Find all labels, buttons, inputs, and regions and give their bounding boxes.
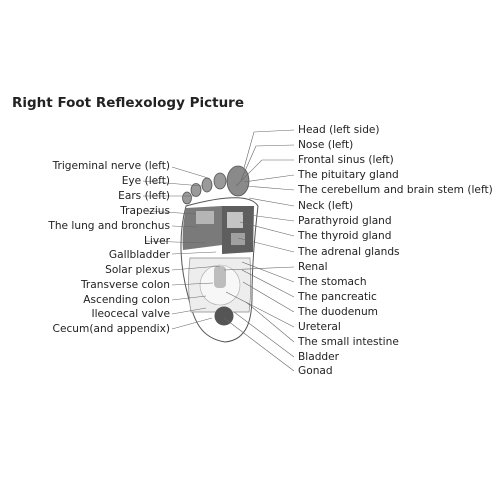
label-pancreatic: The pancreatic: [298, 291, 377, 303]
label-trapezius: Trapezius: [120, 205, 170, 217]
label-gallbladder: Gallbladder: [108, 249, 170, 261]
third-toe: [201, 177, 213, 193]
label-duodenum: The duodenum: [298, 306, 378, 318]
label-nose: Nose (left): [298, 139, 354, 151]
shoulder-zone: [196, 211, 214, 224]
reflex-zones: [182, 206, 254, 326]
label-cerebellum-brain-stem: The cerebellum and brain stem (left): [298, 184, 493, 196]
label-thyroid-gland: The thyroid gland: [298, 230, 392, 242]
diagram-title: Right Foot Reflexology Picture: [12, 95, 244, 111]
label-cecum: Cecum(and appendix): [52, 323, 170, 335]
label-pituitary-gland: The pituitary gland: [298, 169, 399, 181]
left-pointer-lines: [142, 166, 221, 330]
thyroid-zone: [227, 212, 243, 228]
label-liver: Liver: [144, 235, 170, 247]
label-head: Head (left side): [298, 124, 380, 136]
little-toe: [182, 191, 192, 205]
adrenal-zone: [231, 233, 245, 245]
label-bladder: Bladder: [298, 351, 340, 363]
label-trigeminal-nerve: Trigeminal nerve (left): [52, 160, 170, 172]
label-stomach: The stomach: [298, 276, 367, 288]
label-ascending-colon: Ascending colon: [83, 294, 170, 306]
label-lung-bronchus: The lung and bronchus: [48, 220, 170, 232]
label-gonad: Gonad: [298, 365, 333, 377]
label-ileocecal-valve: Ileocecal valve: [91, 308, 170, 320]
label-ureteral: Ureteral: [298, 321, 341, 333]
foot-outline: [180, 197, 259, 343]
label-frontal-sinus: Frontal sinus (left): [298, 154, 394, 166]
label-solar-plexus: Solar plexus: [105, 264, 170, 276]
fourth-toe: [190, 183, 202, 197]
big-toe: [226, 165, 250, 197]
label-small-intestine: The small intestine: [298, 336, 399, 348]
label-parathyroid-gland: Parathyroid gland: [298, 215, 392, 227]
label-renal: Renal: [298, 261, 328, 273]
label-eye: Eye (left): [121, 175, 170, 187]
label-adrenal-glands: The adrenal glands: [298, 246, 400, 258]
heel-zone: [214, 306, 234, 326]
kidney-zone: [214, 266, 226, 288]
label-transverse-colon: Transverse colon: [81, 279, 170, 291]
second-toe: [213, 172, 227, 190]
label-neck: Neck (left): [298, 200, 354, 212]
label-ears: Ears (left): [118, 190, 170, 202]
right-pointer-lines: [223, 129, 295, 372]
